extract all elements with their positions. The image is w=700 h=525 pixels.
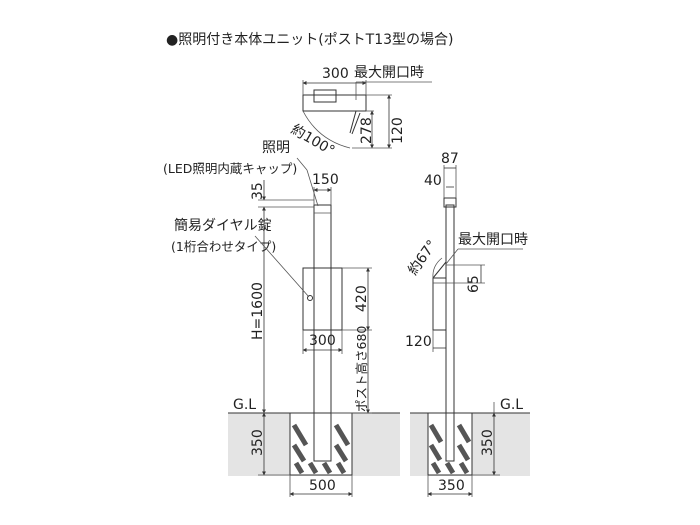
side-max-open-leader bbox=[445, 248, 459, 265]
light-label: 照明 bbox=[262, 140, 290, 156]
hatch-stroke bbox=[335, 461, 347, 475]
front-footing-width-label: 500 bbox=[309, 478, 336, 494]
side-slot-label: 65 bbox=[466, 275, 482, 293]
side-embed-label: 350 bbox=[480, 429, 496, 456]
top-depth-outer-label: 120 bbox=[390, 117, 406, 144]
front-post bbox=[313, 204, 332, 462]
side-footing-width-label: 350 bbox=[438, 478, 465, 494]
side-view: 87 40 最大開口時 約67° 65 120 G.L 350 350 bbox=[405, 151, 530, 497]
side-swing-arc bbox=[432, 257, 443, 279]
post-height-label: ポスト高さ680 bbox=[354, 326, 369, 412]
diagram-title: ●照明付き本体ユニット(ポストT13型の場合) bbox=[166, 32, 454, 48]
side-post bbox=[445, 204, 455, 462]
hatch-stroke bbox=[456, 423, 472, 444]
top-view-box bbox=[302, 94, 367, 112]
front-gl-label: G.L bbox=[233, 397, 256, 413]
hatch-stroke bbox=[321, 461, 333, 475]
lock-leader bbox=[254, 235, 310, 298]
side-post-width-label: 40 bbox=[424, 173, 442, 189]
lock-label: 簡易ダイヤル錠 bbox=[174, 218, 272, 234]
hatch-stroke bbox=[293, 461, 305, 475]
hatch-stroke bbox=[307, 461, 319, 475]
top-max-open-label: 最大開口時 bbox=[354, 65, 424, 81]
light-leader bbox=[296, 157, 308, 171]
hatch-stroke bbox=[291, 443, 307, 463]
light-sub-label: (LED照明内蔵キャップ) bbox=[163, 161, 297, 176]
top-depth-inner-label: 278 bbox=[359, 117, 375, 144]
hatch-stroke bbox=[456, 443, 471, 462]
light-leader-2 bbox=[306, 169, 319, 207]
hatch-stroke bbox=[430, 461, 442, 475]
front-mailbox bbox=[302, 267, 343, 331]
side-gl-label: G.L bbox=[500, 397, 523, 413]
top-view: 300 最大開口時 278 120 約100° bbox=[288, 65, 432, 159]
hatch-stroke bbox=[333, 443, 349, 463]
hatch-stroke bbox=[428, 423, 444, 444]
side-depth-label: 120 bbox=[405, 334, 432, 350]
open-door-line bbox=[349, 110, 357, 134]
open-door-line-2 bbox=[351, 112, 361, 135]
hatch-stroke bbox=[333, 423, 351, 447]
top-width-label: 300 bbox=[322, 66, 349, 82]
overall-height-label: H=1600 bbox=[250, 282, 266, 340]
hatch-stroke bbox=[458, 461, 470, 475]
dial-lock-icon bbox=[307, 295, 313, 301]
side-open-lid bbox=[432, 261, 447, 279]
side-cap bbox=[443, 197, 457, 208]
post-width-label: 150 bbox=[312, 172, 339, 188]
front-view: 150 照明 (LED照明内蔵キャップ) 35 H=1600 簡易ダイヤル錠 (… bbox=[163, 140, 400, 497]
hatch-stroke bbox=[291, 423, 309, 447]
side-top-width-label: 87 bbox=[441, 151, 459, 167]
side-mailbox bbox=[432, 277, 447, 331]
front-footing-hatch bbox=[291, 423, 351, 475]
side-angle-label: 約67° bbox=[405, 237, 440, 278]
front-depth-label: 350 bbox=[250, 429, 266, 456]
lock-sub-label: (1桁合わせタイプ) bbox=[171, 239, 276, 254]
box-width-label: 300 bbox=[309, 333, 336, 349]
door-swing-arc bbox=[302, 110, 351, 149]
hatch-stroke bbox=[444, 461, 456, 475]
hatch-stroke bbox=[428, 443, 443, 462]
cap-height-label: 35 bbox=[250, 182, 266, 200]
top-view-cap bbox=[313, 89, 337, 103]
top-angle-label: 約100° bbox=[288, 122, 337, 160]
side-footing-hatch bbox=[428, 423, 472, 475]
side-max-open-label: 最大開口時 bbox=[458, 232, 528, 248]
box-height-label: 420 bbox=[354, 285, 370, 312]
